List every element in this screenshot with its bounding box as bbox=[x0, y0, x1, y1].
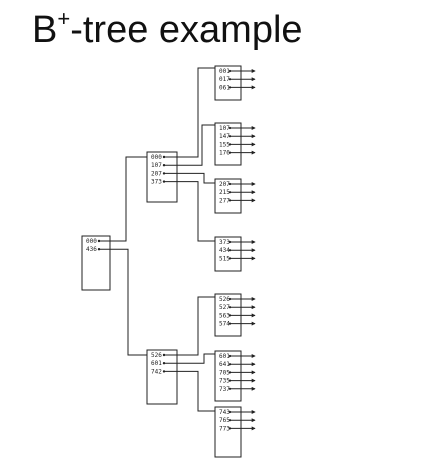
key-label: 515 bbox=[219, 255, 230, 262]
key-label: 705 bbox=[219, 369, 230, 376]
pointer-dot bbox=[228, 191, 232, 194]
pointer-dot bbox=[228, 410, 232, 414]
key-label: 001 bbox=[219, 68, 230, 75]
pointer-dot bbox=[162, 172, 166, 175]
key-label: 563 bbox=[219, 312, 230, 319]
pointer-dot bbox=[162, 180, 166, 183]
key-label: 641 bbox=[219, 361, 230, 368]
child-pointer bbox=[164, 172, 215, 184]
key-label: 743 bbox=[219, 409, 230, 416]
internal-node-box bbox=[146, 151, 178, 203]
pointer-dot bbox=[228, 322, 232, 325]
key-label: 526 bbox=[219, 296, 230, 303]
pointer-dot bbox=[228, 314, 232, 317]
pointer-dot bbox=[228, 182, 232, 186]
key-label: 737 bbox=[219, 386, 230, 393]
key-label: 373 bbox=[151, 179, 162, 186]
pointer-dot bbox=[228, 151, 232, 154]
title-superscript: + bbox=[57, 6, 71, 31]
key-label: 147 bbox=[219, 133, 230, 140]
pointer-dot bbox=[228, 126, 232, 130]
pointer-dot bbox=[228, 419, 232, 422]
pointer-dot bbox=[162, 353, 166, 357]
child-pointer bbox=[164, 181, 215, 242]
leaf-node-box bbox=[214, 65, 242, 101]
child-pointer bbox=[99, 156, 147, 242]
pointer-dot bbox=[97, 248, 101, 251]
pointer-dot bbox=[228, 86, 232, 89]
pointer-dot bbox=[228, 387, 232, 390]
pointer-dot bbox=[228, 199, 232, 202]
leaf-node-box bbox=[214, 350, 242, 402]
key-label: 176 bbox=[219, 150, 230, 157]
key-label: 765 bbox=[219, 417, 230, 424]
pointer-dot bbox=[228, 363, 232, 366]
key-label: 061 bbox=[219, 84, 230, 91]
root-node-box bbox=[81, 235, 111, 291]
key-label: 742 bbox=[151, 368, 162, 375]
key-label: 526 bbox=[151, 352, 162, 359]
key-label: 574 bbox=[219, 321, 230, 328]
pointer-dot bbox=[162, 164, 166, 167]
key-label: 434 bbox=[219, 247, 230, 254]
leaf-node-box bbox=[214, 236, 242, 272]
pointer-dot bbox=[228, 427, 232, 430]
child-pointer bbox=[164, 296, 215, 356]
leaf-node-box bbox=[214, 178, 242, 214]
key-label: 207 bbox=[151, 170, 162, 177]
pointer-dot bbox=[228, 371, 232, 374]
key-label: 373 bbox=[219, 239, 230, 246]
child-pointer bbox=[164, 67, 215, 158]
title-base: B bbox=[32, 9, 58, 51]
internal-node-box bbox=[146, 349, 178, 405]
diagram-title: B+-tree example bbox=[32, 6, 303, 54]
key-label: 601 bbox=[151, 360, 162, 367]
key-label: 277 bbox=[219, 197, 230, 204]
pointer-dot bbox=[228, 240, 232, 244]
pointer-dot bbox=[162, 370, 166, 373]
pointer-dot bbox=[228, 249, 232, 252]
key-label: 000 bbox=[86, 238, 97, 245]
child-pointer bbox=[164, 370, 215, 412]
key-label: 017 bbox=[219, 76, 230, 83]
pointer-dot bbox=[228, 306, 232, 309]
key-label: 000 bbox=[151, 154, 162, 161]
pointer-dot bbox=[162, 155, 166, 159]
key-label: 601 bbox=[219, 353, 230, 360]
pointer-dot bbox=[228, 257, 232, 260]
pointer-dot bbox=[228, 135, 232, 138]
pointer-dot bbox=[228, 379, 232, 382]
key-label: 436 bbox=[86, 246, 97, 253]
leaf-node-box bbox=[214, 406, 242, 458]
key-label: 207 bbox=[219, 181, 230, 188]
pointer-dot bbox=[97, 239, 101, 243]
key-label: 735 bbox=[219, 378, 230, 385]
key-label: 527 bbox=[219, 304, 230, 311]
key-label: 773 bbox=[219, 425, 230, 432]
pointer-dot bbox=[228, 78, 232, 81]
pointer-dot bbox=[228, 297, 232, 301]
key-label: 107 bbox=[151, 162, 162, 169]
title-rest: -tree example bbox=[70, 9, 303, 51]
pointer-dot bbox=[162, 362, 166, 365]
key-label: 107 bbox=[219, 125, 230, 132]
pointer-dot bbox=[228, 69, 232, 73]
pointer-dot bbox=[228, 143, 232, 146]
pointer-dot bbox=[228, 354, 232, 358]
child-pointer bbox=[99, 248, 147, 356]
child-pointer bbox=[164, 124, 215, 166]
key-label: 215 bbox=[219, 189, 230, 196]
key-label: 155 bbox=[219, 141, 230, 148]
child-pointer bbox=[164, 353, 215, 364]
